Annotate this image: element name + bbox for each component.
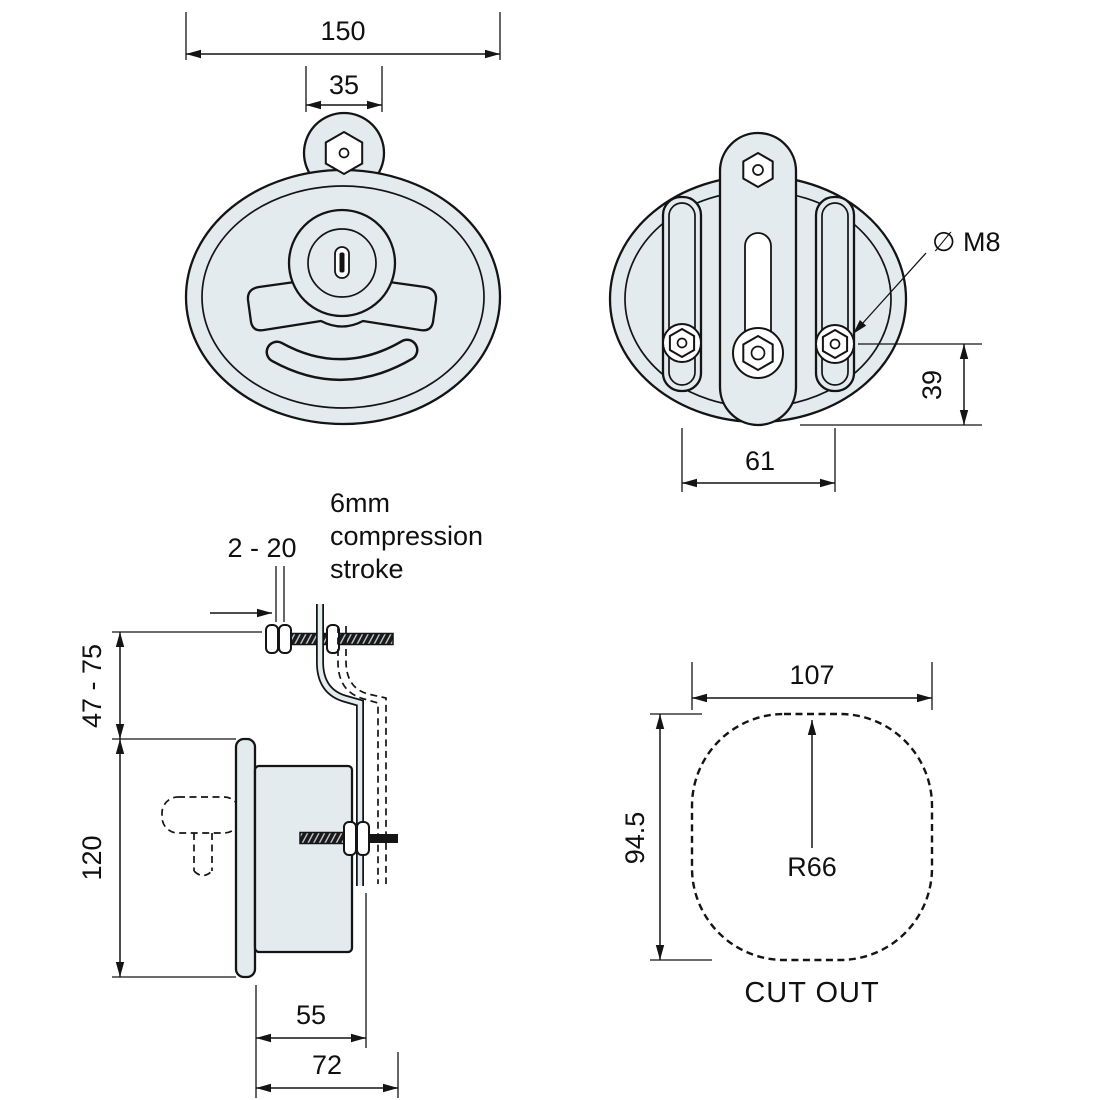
dim-55: 55: [255, 893, 367, 1098]
dim-39: 39: [800, 343, 982, 426]
m8-leader-line: [852, 252, 927, 335]
svg-text:stroke: stroke: [330, 554, 404, 584]
top-hex-nut-icon: [742, 151, 774, 189]
latch-body: [253, 764, 354, 954]
bracket-plate: [316, 604, 364, 886]
top-threaded-rod: [290, 632, 394, 646]
dim-61-label: 61: [745, 446, 775, 476]
front-view: 150 35: [184, 12, 502, 426]
top-bolt: [265, 624, 394, 654]
dim-35: 35: [305, 66, 383, 112]
dim-47-75-label: 47 - 75: [77, 644, 107, 728]
radius-label: R66: [787, 852, 837, 882]
side-view: 6mm compression stroke 2 - 20 47 - 75 12…: [77, 488, 483, 1098]
cutout-view: R66 107 94.5 CUT OUT: [620, 660, 934, 1009]
dim-39-label: 39: [917, 370, 947, 400]
radius-callout: R66: [787, 720, 837, 882]
front-inner-ellipse: [201, 185, 485, 409]
dim-94-5-label: 94.5: [620, 812, 650, 865]
dim-35-label: 35: [329, 70, 359, 100]
top-bolt-nut: [326, 624, 340, 654]
m8-callout: ∅ M8: [852, 227, 1001, 335]
dim-2-20-label: 2 - 20: [227, 533, 296, 563]
dim-107-label: 107: [789, 660, 834, 690]
flange: [234, 737, 257, 979]
dim-120: 120: [77, 739, 236, 978]
mid-bolt: [299, 821, 398, 856]
dim-150: 150: [185, 12, 501, 60]
m8-label: ∅ M8: [932, 227, 1001, 257]
svg-text:6mm: 6mm: [330, 488, 390, 518]
dim-72: 72: [256, 1050, 399, 1098]
svg-text:compression: compression: [330, 521, 483, 551]
dim-94-5: 94.5: [620, 713, 712, 961]
dim-47-75: 47 - 75: [77, 631, 262, 740]
cutout-label: CUT OUT: [744, 977, 879, 1009]
handle-hidden-outline: [161, 796, 241, 877]
dim-150-label: 150: [320, 16, 365, 46]
dim-72-label: 72: [312, 1050, 342, 1080]
bracket-plate-alt-dashed: [337, 626, 387, 884]
dim-61: 61: [681, 428, 836, 492]
note-compression-stroke: 6mm compression stroke: [330, 488, 483, 584]
key-slot-bar: [339, 252, 345, 273]
finger-recess: [265, 338, 419, 381]
dim-55-label: 55: [296, 1000, 326, 1030]
dim-120-label: 120: [77, 835, 107, 880]
mid-threaded-rod: [299, 831, 349, 845]
mid-rod-end: [369, 834, 398, 843]
cutout-outline: [690, 712, 934, 962]
left-hex-nut-icon: [662, 323, 702, 363]
panel-faces: [210, 566, 285, 622]
hex-bolt-icon: [324, 130, 364, 176]
dim-107: 107: [691, 660, 933, 710]
handle-boss-inner: [307, 228, 377, 298]
center-hex-nut-icon: [732, 327, 784, 379]
rear-view: ∅ M8 39 61: [608, 131, 1001, 492]
right-hex-nut-icon: [815, 324, 855, 364]
